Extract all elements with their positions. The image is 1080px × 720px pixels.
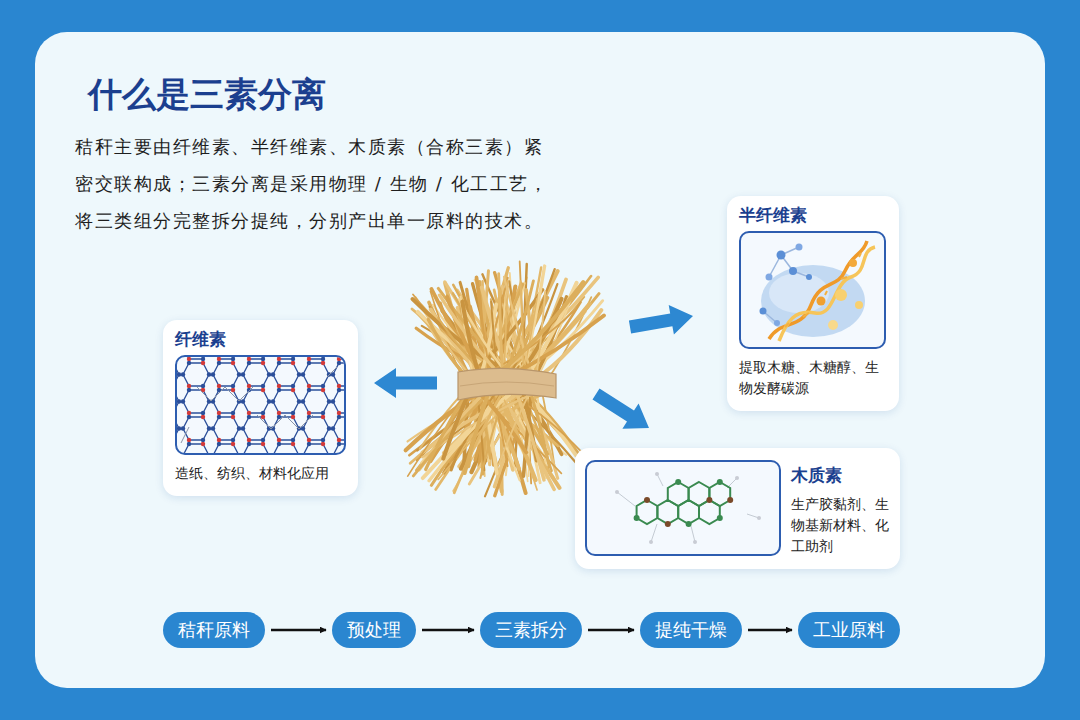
art-part	[634, 515, 640, 521]
illustration-frame	[585, 460, 781, 556]
art-part	[649, 540, 653, 544]
art-part	[181, 427, 189, 443]
step-label: 三素拆分	[495, 612, 567, 648]
art-part	[637, 500, 658, 524]
art-part	[665, 521, 671, 527]
art-part	[825, 291, 827, 295]
art-part	[766, 274, 773, 281]
art-part	[657, 474, 663, 486]
art-part	[796, 244, 803, 251]
art-part	[655, 472, 659, 476]
process-step: 预处理	[332, 612, 416, 648]
component-title: 木质素	[791, 464, 891, 486]
straw-band-line	[460, 382, 554, 386]
art-part	[617, 492, 635, 506]
straw-band	[458, 368, 556, 400]
art-part	[615, 490, 619, 494]
step-label: 提纯干燥	[655, 612, 727, 648]
art-part	[693, 540, 697, 544]
cellulose-illustration	[177, 357, 344, 453]
split-arrow	[593, 389, 650, 429]
usage-text: 造纸、纺织、材料化应用	[175, 463, 346, 484]
usage-text: 生产胶黏剂、生物基新材料、化工助剂	[791, 494, 891, 557]
component-card: 木质素生产胶黏剂、生物基新材料、化工助剂	[575, 448, 900, 569]
flow-arrow	[271, 629, 326, 632]
art-part	[859, 253, 861, 257]
process-step: 秸秆原料	[163, 612, 265, 648]
component-title: 纤维素	[175, 328, 346, 350]
split-arrows	[374, 305, 693, 429]
art-part	[197, 387, 253, 401]
art-part	[717, 479, 723, 485]
art-part	[651, 524, 657, 542]
art-part	[785, 323, 789, 327]
art-part	[828, 320, 838, 330]
split-arrow	[629, 305, 693, 335]
hemicellulose-illustration	[741, 233, 884, 347]
art-part	[668, 482, 689, 506]
text-column: 木质素生产胶黏剂、生物基新材料、化工助剂	[791, 460, 891, 557]
art-part	[717, 515, 723, 521]
art-part	[777, 251, 786, 260]
art-part	[779, 247, 875, 341]
art-part	[757, 516, 761, 520]
flow-arrow	[588, 629, 634, 632]
flow-arrow	[748, 629, 792, 632]
illustration-frame	[175, 355, 346, 455]
usage-text: 提取木糖、木糖醇、生物发酵碳源	[739, 357, 887, 399]
straw-strand	[422, 277, 538, 457]
art-part	[686, 521, 692, 527]
process-step: 三素拆分	[480, 612, 582, 648]
art-part	[806, 274, 812, 280]
art-part	[817, 297, 826, 306]
art-part	[769, 241, 867, 339]
art-part	[706, 497, 712, 503]
step-label: 工业原料	[813, 612, 885, 648]
intro-text: 秸秆主要由纤维素、半纤维素、木质素（合称三素）紧密交联构成；三素分离是采用物理 …	[75, 128, 555, 239]
art-part	[735, 476, 739, 480]
art-part	[835, 289, 847, 301]
illustration-frame	[739, 231, 886, 349]
process-step: 工业原料	[798, 612, 900, 648]
component-card: 半纤维素 提取木糖、木糖醇、生物发酵碳源	[727, 196, 899, 411]
art-part	[803, 313, 809, 317]
art-part	[709, 482, 730, 506]
component-title: 半纤维素	[739, 204, 887, 226]
art-part	[849, 259, 857, 267]
art-part	[841, 277, 847, 279]
art-part	[774, 320, 780, 326]
art-part	[789, 267, 797, 275]
page-title: 什么是三素分离	[88, 70, 326, 118]
art-part	[257, 415, 313, 429]
art-part	[760, 308, 767, 315]
art-part	[327, 367, 337, 377]
split-arrow	[374, 368, 437, 398]
lignin-illustration	[587, 462, 779, 554]
art-part	[727, 497, 733, 503]
art-part	[855, 301, 863, 309]
art-part	[644, 497, 650, 503]
art-part	[691, 526, 695, 542]
step-label: 预处理	[347, 612, 401, 648]
process-step: 提纯干燥	[640, 612, 742, 648]
step-label: 秸秆原料	[178, 612, 250, 648]
art-part	[675, 479, 681, 485]
flow-arrow	[422, 629, 474, 632]
art-part	[177, 357, 344, 453]
component-card: 纤维素 造纸、纺织、材料化应用	[163, 320, 358, 496]
